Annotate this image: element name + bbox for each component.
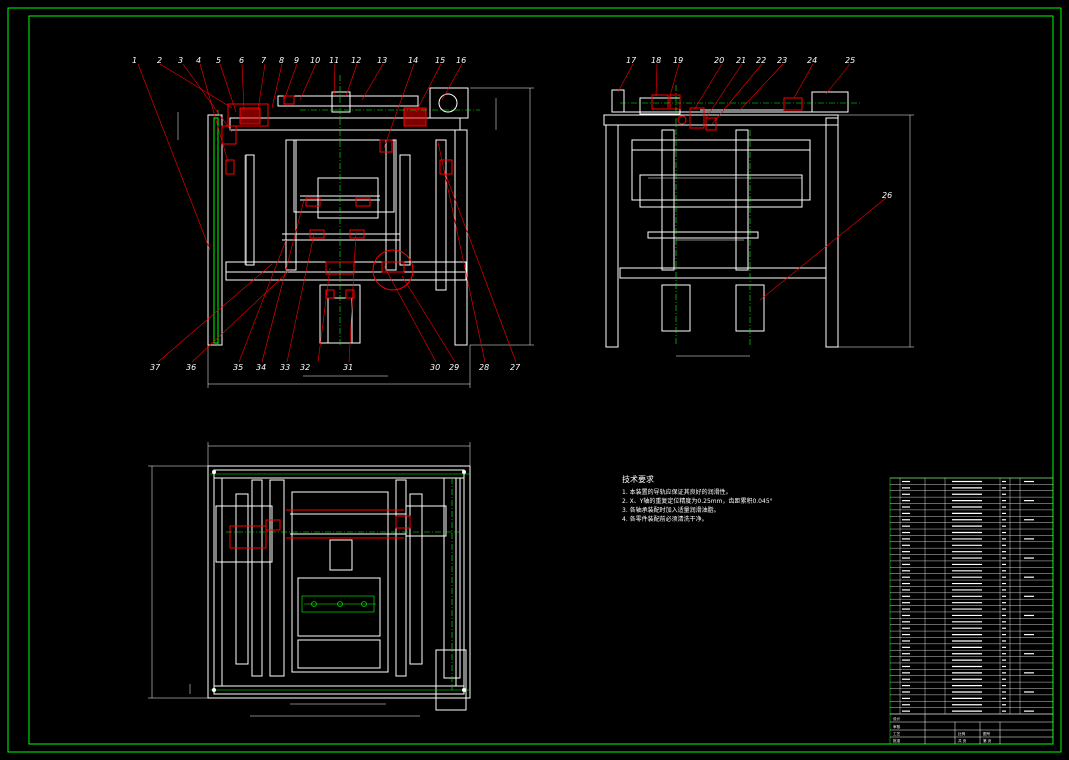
front-label: 9	[294, 56, 299, 65]
front-label: 7	[261, 56, 267, 65]
side-label: 25	[845, 56, 855, 65]
front-label: 32	[300, 363, 310, 372]
front-label: 3	[178, 56, 183, 65]
side-label: 20	[714, 56, 724, 65]
front-label: 8	[279, 56, 284, 65]
front-label: 37	[150, 363, 161, 372]
front-label: 29	[449, 363, 459, 372]
front-label: 31	[343, 363, 353, 372]
front-label: 10	[310, 56, 320, 65]
footer-label: 设计	[893, 716, 901, 721]
front-label: 28	[479, 363, 489, 372]
front-label: 1	[132, 56, 137, 65]
technical-requirements: 技术要求 1. 本装置的导轨应保证其良好的润滑性。 2. X、Y轴的重复定位精度…	[622, 474, 773, 523]
tech-req-item: 1. 本装置的导轨应保证其良好的润滑性。	[622, 488, 732, 496]
front-label: 34	[256, 363, 266, 372]
tech-req-title: 技术要求	[622, 474, 654, 484]
sheet-outer-border	[7, 7, 1062, 753]
side-label: 21	[736, 56, 746, 65]
front-label: 11	[329, 56, 339, 65]
front-label: 2	[157, 56, 162, 65]
side-label: 18	[651, 56, 661, 65]
footer-label: 审核	[893, 724, 901, 729]
front-label: 5	[216, 56, 221, 65]
front-label: 13	[377, 56, 387, 65]
tech-req-item: 2. X、Y轴的重复定位精度为0.25mm，齿距累积0.045°	[622, 497, 773, 505]
title-block: 设计 审核 工艺 批准 共 页 第 页 比例 图号	[889, 477, 1054, 745]
footer-label: 批准	[893, 738, 901, 743]
front-view: 1 2 3 4 5 6 7 8 9 10 11 12 13 14 15 16 2…	[132, 56, 534, 388]
top-view	[148, 442, 471, 717]
front-label: 12	[351, 56, 361, 65]
front-label: 30	[430, 363, 440, 372]
title-block-footer	[890, 713, 1053, 744]
tech-req-item: 3. 各轴承装配时加入适量润滑油脂。	[622, 506, 720, 514]
front-label: 15	[435, 56, 445, 65]
front-label: 27	[510, 363, 521, 372]
footer-label: 比例	[958, 731, 966, 736]
front-label: 35	[233, 363, 243, 372]
side-view: 17 18 19 20 21 22 23 24 25 26	[603, 56, 914, 357]
footer-label: 图号	[983, 731, 991, 736]
side-label: 17	[626, 56, 637, 65]
sheet-inner-border	[28, 15, 1054, 745]
footer-label: 共 页	[958, 738, 967, 743]
footer-label: 第 页	[983, 738, 992, 743]
side-label: 19	[673, 56, 683, 65]
side-label: 22	[756, 56, 766, 65]
front-label: 14	[408, 56, 418, 65]
side-label: 23	[777, 56, 787, 65]
side-label: 24	[807, 56, 817, 65]
side-label: 26	[882, 191, 892, 200]
parts-list-grid	[889, 477, 1054, 745]
front-label: 4	[196, 56, 201, 65]
front-label: 6	[239, 56, 244, 65]
footer-label: 工艺	[893, 731, 901, 736]
front-label: 36	[186, 363, 196, 372]
front-label: 33	[280, 363, 290, 372]
parts-list-rows	[890, 477, 1053, 715]
front-label: 16	[456, 56, 466, 65]
tech-req-item: 4. 各零件装配前必须清洗干净。	[622, 515, 708, 523]
